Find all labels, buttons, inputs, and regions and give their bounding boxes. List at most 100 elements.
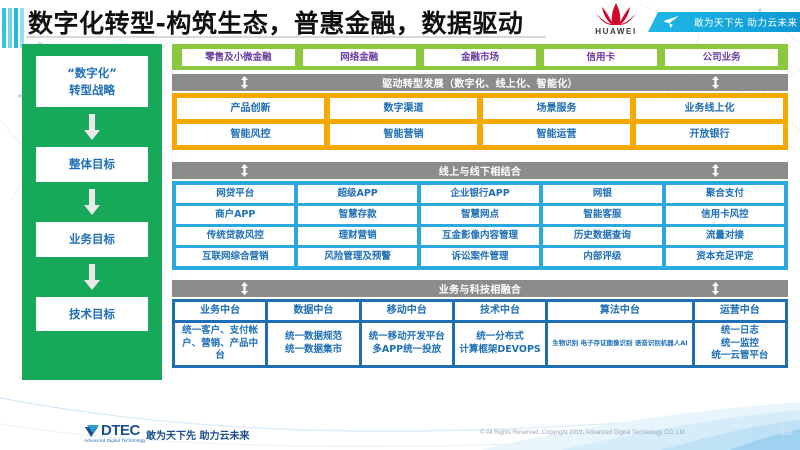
channel-cell[interactable]: 企业银行APP [420,185,540,203]
platform-body[interactable]: 统一移动开发平台多APP统一投放 [361,323,452,365]
huawei-flower-icon [597,3,635,25]
double-arrow-icon [241,164,248,177]
platform-head[interactable]: 技术中台 [454,302,546,320]
divider-drive-label: 驱动转型发展（数字化、线上化、智能化） [382,79,578,90]
page-title: 数字化转型-构筑生态，普惠金融，数据驱动 [28,9,524,38]
platform-column: 移动中台 统一移动开发平台多APP统一投放 [361,302,452,365]
channel-cell[interactable]: 互联网综合营销 [176,248,295,266]
huawei-slogan-banner: 敢为天下先 助力云未来 [648,12,800,32]
footer-slogan: 敢为天下先 助力云未来 [146,431,250,442]
title-underline [26,36,546,38]
channel-cell[interactable]: 网贷平台 [176,185,295,203]
platform-body[interactable]: 生物识别 电子存证图像识别 语音识别机器人AI [548,323,692,365]
business-line-bar: 零售及小微金融 网络金融 金融市场 信用卡 公司业务 [172,44,788,70]
drive-cell[interactable]: 业务线上化 [636,98,783,119]
channel-layer: 网贷平台 超级APP 企业银行APP 网银 聚合支付 商户APP 智慧存款 智慧… [172,181,788,270]
strategy-column: “数字化”转型战略 整体目标 业务目标 技术目标 [22,44,162,380]
channel-cell[interactable]: 内部评级 [543,248,662,266]
channel-cell[interactable]: 历史数据查询 [543,227,662,245]
down-arrow-icon [84,263,100,290]
platform-body[interactable]: 统一日志统一监控统一云管平台 [694,323,785,365]
drive-cell[interactable]: 智能营销 [330,124,477,145]
platform-head[interactable]: 运营中台 [694,302,785,320]
channel-cell[interactable]: 智慧网点 [420,206,540,224]
drive-cell[interactable]: 智能风控 [177,124,324,145]
copyright-text: © All Rights Reserved. Copyright 2019, A… [480,430,685,436]
paper-plane-icon [663,15,679,29]
divider-online-offline-label: 线上与线下相结合 [438,167,522,178]
divider-fusion-label: 业务与科技相融合 [438,285,522,296]
dtec-subtitle: Advanced Digital Technology [84,438,146,443]
channel-cell[interactable]: 理财营销 [298,227,417,245]
platform-body[interactable]: 统一分布式计算框架DEVOPS [454,323,546,365]
strategy-card-3[interactable]: 技术目标 [36,296,148,332]
channel-row: 互联网综合营销 风险管理及预警 诉讼案件管理 内部评级 资本充足评定 [176,248,785,266]
drive-cell[interactable]: 智能运营 [483,124,630,145]
strategy-card-0[interactable]: “数字化”转型战略 [36,56,148,108]
huawei-wordmark: HUAWEI [595,27,637,36]
double-arrow-icon [712,282,719,295]
business-line-item[interactable]: 零售及小微金融 [182,48,295,66]
platform-column: 业务中台 统一客户、支付帐户、营销、产品中台 [175,302,266,365]
channel-row: 网贷平台 超级APP 企业银行APP 网银 聚合支付 [176,185,785,203]
down-arrow-icon [84,189,100,216]
channel-cell[interactable]: 智能客服 [543,206,662,224]
double-arrow-icon [712,76,719,89]
platform-body[interactable]: 统一数据规范统一数据集市 [268,323,359,365]
drive-cell[interactable]: 开放银行 [636,124,783,145]
channel-cell[interactable]: 网银 [543,185,662,203]
divider-online-offline: 线上与线下相结合 [172,162,788,179]
business-line-item[interactable]: 网络金融 [302,48,416,66]
channel-cell[interactable]: 风险管理及预警 [298,248,417,266]
slide-header: 数字化转型-构筑生态，普惠金融，数据驱动 HUAWEI 敢为天下先 助力云未来 [0,0,800,42]
architecture-board: “数字化”转型战略 整体目标 业务目标 技术目标 零售及小微金融 网络金融 金融… [0,42,800,394]
channel-cell[interactable]: 超级APP [298,185,417,203]
strategy-card-2[interactable]: 业务目标 [36,222,148,257]
slide-footer [0,394,800,450]
platform-head[interactable]: 数据中台 [268,302,359,320]
platform-column: 技术中台 统一分布式计算框架DEVOPS [454,302,546,365]
drive-cell[interactable]: 产品创新 [177,98,324,119]
drive-row: 智能风控 智能营销 智能运营 开放银行 [177,124,783,145]
channel-cell[interactable]: 信用卡风控 [665,206,785,224]
platform-column: 算法中台 生物识别 电子存证图像识别 语音识别机器人AI [548,302,692,365]
platform-head[interactable]: 算法中台 [548,302,692,320]
drive-layer: 产品创新 数字渠道 场景服务 业务线上化 智能风控 智能营销 智能运营 开放银行 [172,93,788,150]
footer-wave-decoration [0,397,800,450]
layers-stack: 零售及小微金融 网络金融 金融市场 信用卡 公司业务 驱动转型发展（数字化、线上… [172,42,788,394]
platform-head[interactable]: 业务中台 [175,302,266,320]
channel-row: 商户APP 智慧存款 智慧网点 智能客服 信用卡风控 [176,206,785,224]
platform-layer: 业务中台 统一客户、支付帐户、营销、产品中台 数据中台 统一数据规范统一数据集市… [172,299,788,368]
platform-body[interactable]: 统一客户、支付帐户、营销、产品中台 [175,323,266,365]
channel-cell[interactable]: 资本充足评定 [665,248,785,266]
channel-cell[interactable]: 诉讼案件管理 [420,248,540,266]
channel-row: 传统贷款风控 理财营销 互金影像内容管理 历史数据查询 流量对接 [176,227,785,245]
dtec-logo: DTEC [84,422,140,439]
platform-head[interactable]: 移动中台 [361,302,452,320]
drive-cell[interactable]: 场景服务 [483,98,630,119]
double-arrow-icon [712,164,719,177]
channel-cell[interactable]: 商户APP [176,206,295,224]
strategy-card-1[interactable]: 整体目标 [36,147,148,183]
channel-cell[interactable]: 聚合支付 [665,185,785,203]
business-line-item[interactable]: 公司业务 [665,48,778,66]
down-arrow-icon [84,114,100,141]
platform-column: 运营中台 统一日志统一监控统一云管平台 [694,302,785,365]
business-line-item[interactable]: 金融市场 [423,48,537,66]
channel-cell[interactable]: 流量对接 [665,227,785,245]
double-arrow-icon [241,76,248,89]
channel-cell[interactable]: 智慧存款 [298,206,417,224]
double-arrow-icon [241,282,248,295]
divider-fusion: 业务与科技相融合 [172,280,788,297]
platform-column: 数据中台 统一数据规范统一数据集市 [268,302,359,365]
banner-text: 敢为天下先 助力云未来 [694,18,798,29]
huawei-logo: HUAWEI [588,2,644,40]
drive-row: 产品创新 数字渠道 场景服务 业务线上化 [177,98,783,119]
drive-cell[interactable]: 数字渠道 [330,98,477,119]
business-line-item[interactable]: 信用卡 [544,48,658,66]
dtec-wordmark: DTEC [101,422,140,439]
dtec-arrow-icon [85,425,99,437]
divider-drive: 驱动转型发展（数字化、线上化、智能化） [172,74,788,91]
channel-cell[interactable]: 传统贷款风控 [176,227,295,245]
channel-cell[interactable]: 互金影像内容管理 [420,227,540,245]
